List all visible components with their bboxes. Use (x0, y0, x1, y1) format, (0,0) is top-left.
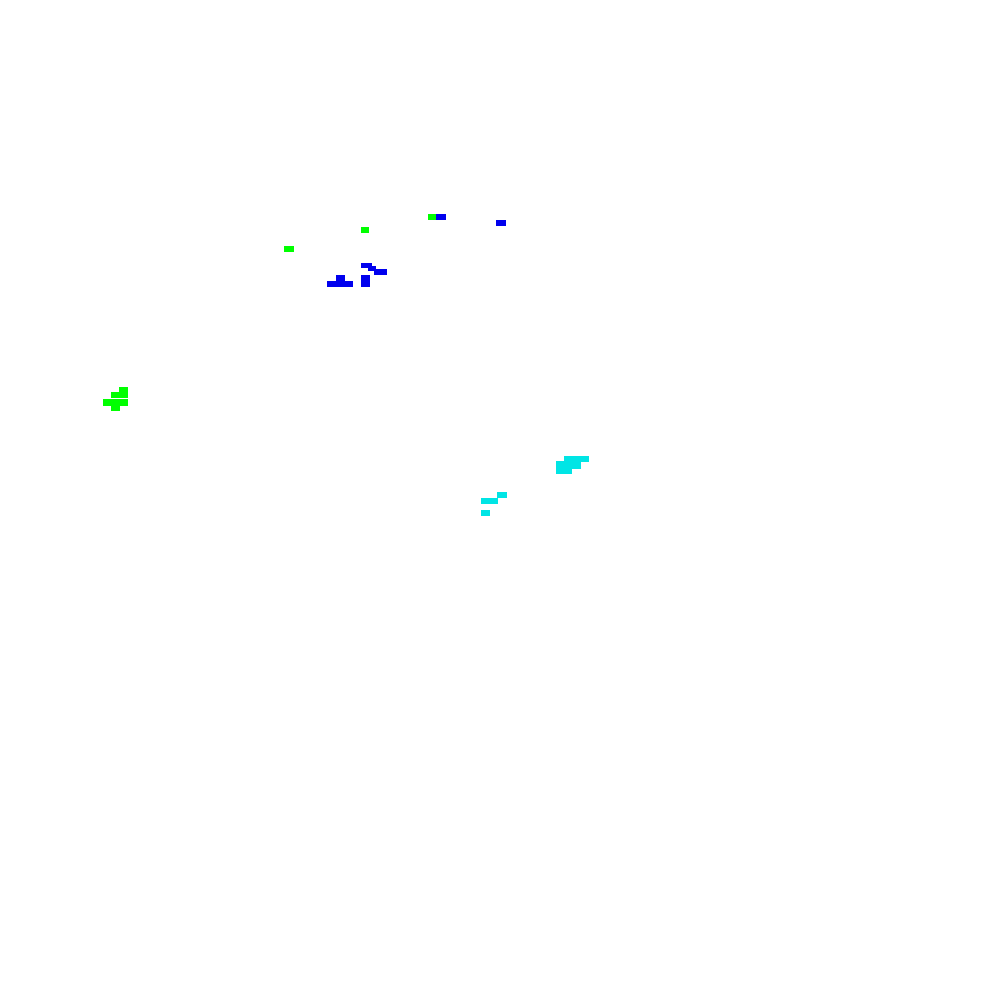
cyan-blob (481, 456, 589, 516)
cyan-blob-pixel-3 (497, 492, 507, 498)
green-blob-pixel-1 (361, 227, 369, 233)
blue-blob-pixel-0 (436, 214, 446, 220)
blue-blob-pixel-2 (361, 263, 372, 268)
cyan-blob-pixel-5 (481, 510, 490, 516)
green-blob-pixel-5 (103, 399, 128, 406)
blue-blob-pixel-4 (374, 269, 387, 275)
cyan-blob-pixel-0 (564, 456, 589, 462)
green-blob-pixel-4 (111, 392, 128, 398)
cyan-blob-pixel-2 (556, 468, 572, 474)
blue-blob-pixel-3 (368, 266, 376, 271)
blue-blob-pixel-1 (496, 220, 506, 226)
cyan-blob-pixel-4 (481, 498, 498, 504)
blue-blob-pixel-5 (361, 275, 370, 287)
blue-blob-pixel-7 (327, 281, 353, 287)
green-blob-pixel-3 (119, 387, 128, 393)
green-blob-pixel-2 (284, 246, 294, 252)
blue-blob-pixel-6 (336, 275, 345, 283)
green-blob-pixel-0 (428, 214, 437, 220)
green-blob (103, 214, 437, 411)
blue-blob (327, 214, 506, 287)
cyan-blob-pixel-1 (556, 461, 581, 469)
green-blob-pixel-6 (111, 405, 120, 411)
